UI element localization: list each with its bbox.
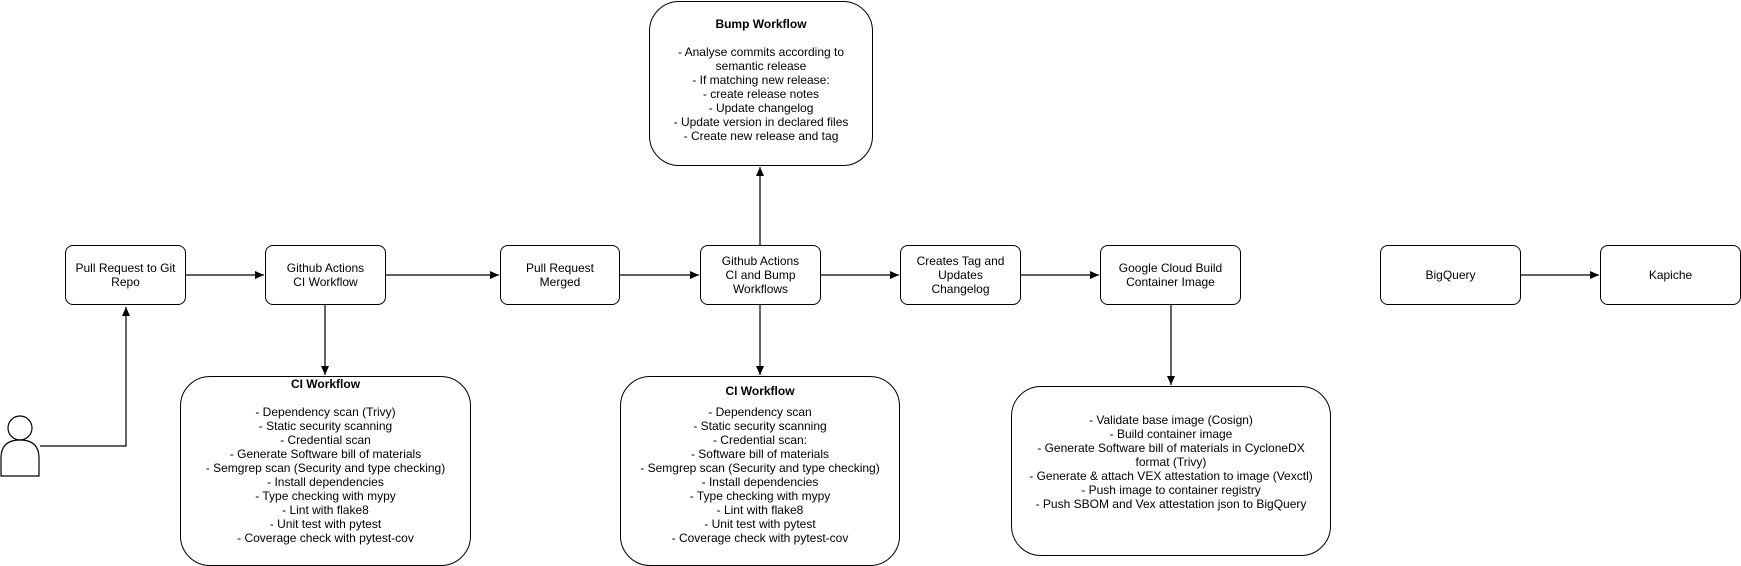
pull-request-to-git-repo-node: Pull Request to Git Repo — [65, 245, 186, 305]
build-item: - Build container image — [1109, 427, 1233, 441]
bump-item: - If matching new release: — [692, 73, 830, 87]
ci-left-item: - Unit test with pytest — [269, 517, 382, 531]
build-item: - Push image to container registry — [1081, 483, 1261, 497]
github-actions-ci-node: Github Actions CI Workflow — [265, 245, 386, 305]
ci-left-item: - Type checking with mypy — [255, 489, 396, 503]
ci-mid-item: - Semgrep scan (Security and type checki… — [640, 461, 880, 475]
bump-workflow-box: Bump Workflow - Analyse commits accordin… — [649, 1, 873, 166]
container-build-steps-box: - Validate base image (Cosign) - Build c… — [1011, 386, 1331, 556]
bump-workflow-list: - Analyse commits according to semantic … — [654, 45, 868, 143]
ci-workflow-middle-title: CI Workflow — [725, 384, 795, 398]
ci-left-item: - Semgrep scan (Security and type checki… — [205, 461, 446, 475]
build-item: - Push SBOM and Vex attestation json to … — [1035, 497, 1307, 511]
github-actions-ci-bump-label: Github Actions CI and Bump Workflows — [721, 254, 800, 296]
ci-workflow-left-title: CI Workflow — [290, 377, 361, 391]
ci-left-item: - Dependency scan (Trivy) — [255, 405, 396, 419]
pull-request-merged-label: Pull Request Merged — [525, 261, 595, 289]
ci-workflow-box-left: CI Workflow - Dependency scan (Trivy) - … — [180, 376, 471, 566]
github-actions-ci-bump-node: Github Actions CI and Bump Workflows — [700, 245, 821, 305]
google-cloud-build-node: Google Cloud Build Container Image — [1100, 245, 1241, 305]
creates-tag-node: Creates Tag and Updates Changelog — [900, 245, 1021, 305]
github-actions-ci-label: Github Actions CI Workflow — [286, 261, 365, 289]
ci-left-item: - Lint with flake8 — [282, 503, 369, 517]
pull-request-to-git-repo-label: Pull Request to Git Repo — [75, 261, 176, 289]
ci-mid-item: - Coverage check with pytest-cov — [671, 531, 849, 545]
ci-mid-item: - Unit test with pytest — [704, 517, 816, 531]
bump-item: - Update changelog — [708, 101, 814, 115]
kapiche-node: Kapiche — [1600, 245, 1741, 305]
bump-item: - Create new release and tag — [683, 129, 839, 143]
ci-mid-item: - Credential scan: — [712, 433, 808, 447]
ci-left-item: - Install dependencies — [267, 475, 384, 489]
edge-user-to-pr — [40, 307, 130, 447]
ci-mid-item: - Install dependencies — [701, 475, 819, 489]
pull-request-merged-node: Pull Request Merged — [500, 245, 620, 305]
bump-item: - create release notes — [702, 87, 820, 101]
google-cloud-build-label: Google Cloud Build Container Image — [1118, 261, 1223, 289]
bump-item: - Analyse commits according to semantic … — [677, 45, 845, 73]
ci-mid-item: - Dependency scan — [708, 405, 812, 419]
bigquery-node: BigQuery — [1380, 245, 1521, 305]
ci-mid-item: - Static security scanning — [693, 419, 827, 433]
ci-workflow-left-list: - Dependency scan (Trivy) - Static secur… — [206, 405, 445, 545]
container-build-steps-list: - Validate base image (Cosign) - Build c… — [1016, 413, 1326, 511]
build-item: - Generate Software bill of materials in… — [1037, 441, 1305, 469]
creates-tag-label: Creates Tag and Updates Changelog — [916, 254, 1005, 296]
build-item: - Validate base image (Cosign) — [1089, 413, 1253, 427]
ci-workflow-box-middle: CI Workflow - Dependency scan - Static s… — [620, 376, 900, 566]
ci-left-item: - Coverage check with pytest-cov — [237, 531, 414, 545]
bigquery-label: BigQuery — [1425, 268, 1476, 282]
ci-left-item: - Credential scan — [280, 433, 371, 447]
ci-mid-item: - Software bill of materials — [690, 447, 830, 461]
ci-mid-item: - Type checking with mypy — [689, 489, 831, 503]
ci-mid-item: - Lint with flake8 — [716, 503, 804, 517]
bump-workflow-title: Bump Workflow — [715, 17, 807, 31]
user-icon — [0, 415, 40, 477]
ci-left-item: - Static security scanning — [258, 419, 393, 433]
build-item: - Generate & attach VEX attestation to i… — [1029, 469, 1313, 483]
kapiche-label: Kapiche — [1648, 268, 1693, 282]
ci-left-item: - Generate Software bill of materials — [229, 447, 422, 461]
bump-item: - Update version in declared files — [673, 115, 849, 129]
ci-workflow-middle-list: - Dependency scan - Static security scan… — [640, 405, 879, 545]
